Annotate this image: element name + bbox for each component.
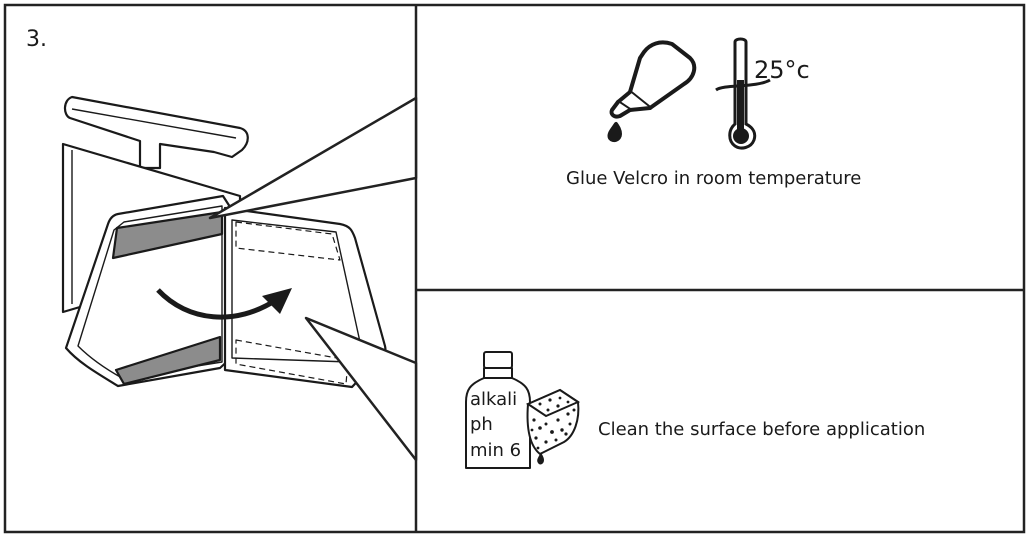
callout-top [208, 96, 418, 220]
velcro-strip-bottom [114, 335, 222, 386]
velcro-outline-top [235, 221, 341, 261]
outer-frame [3, 3, 1026, 534]
monitor-arm [63, 95, 249, 170]
rotation-arrow-head [262, 288, 292, 314]
bottle-label: alkali ph min 6 [470, 389, 521, 461]
bottle-label-line-2: ph [470, 414, 493, 435]
rotation-arrow [156, 288, 278, 320]
bottle-label-line-1: alkali [470, 389, 517, 410]
cleaner-bottle-icon [465, 351, 531, 469]
clean-caption: Clean the surface before application [598, 419, 925, 440]
thermometer-icon [715, 37, 771, 150]
velcro-outline-bottom [235, 339, 349, 385]
velcro-strip-top [111, 210, 224, 260]
temperature-label: 25°c [754, 56, 810, 84]
sponge-icon [525, 388, 581, 465]
bracket-body [64, 194, 234, 388]
callout-bottom [304, 316, 418, 462]
glue-caption: Glue Velcro in room temperature [566, 168, 861, 189]
glue-bottle-icon [607, 40, 697, 143]
step-number: 3. [26, 27, 47, 52]
bottle-label-line-3: min 6 [470, 440, 521, 461]
device-illustration [61, 95, 387, 389]
callout-leaders [208, 96, 418, 462]
